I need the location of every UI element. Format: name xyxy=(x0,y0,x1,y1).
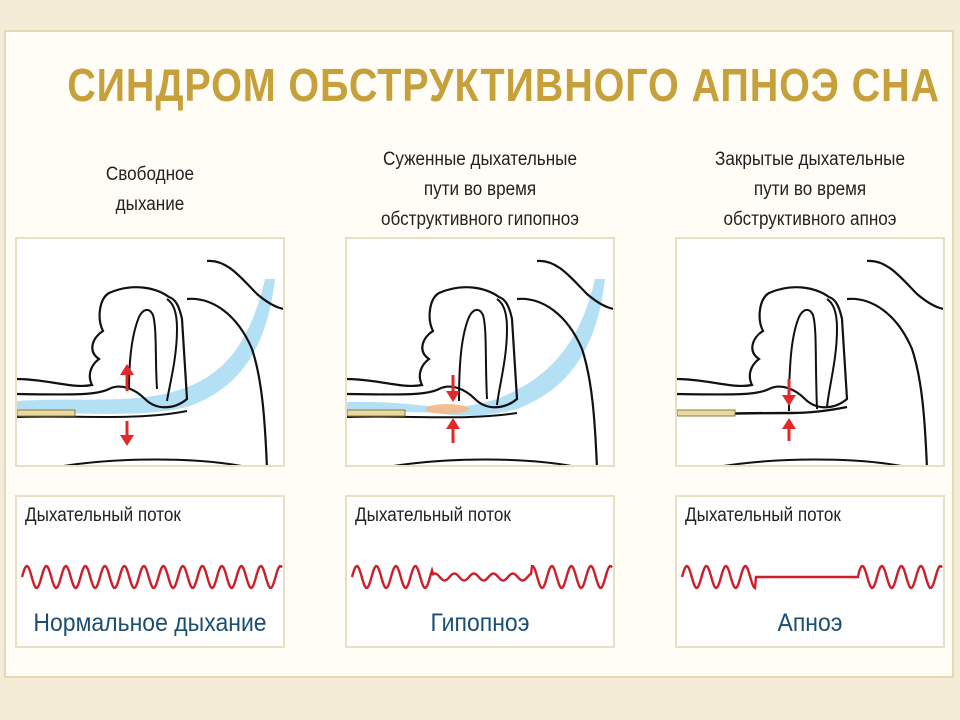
airway-illustration-apnea xyxy=(677,259,943,465)
waveform-normal xyxy=(20,564,283,590)
caption-hypopnea: Суженные дыхательные пути во время обстр… xyxy=(380,149,580,230)
flow-name: Гипопноэ xyxy=(430,609,530,637)
airway-panel-apnea xyxy=(675,237,945,467)
flow-name: Апноэ xyxy=(777,609,843,637)
airway-illustration-hypopnea xyxy=(347,259,613,465)
airway-panel-normal xyxy=(15,237,285,467)
flow-label: Дыхательный поток xyxy=(355,505,511,526)
waveform-hypopnea xyxy=(350,564,613,590)
flow-label: Дыхательный поток xyxy=(25,505,181,526)
caption-free-breathing: Свободное дыхание xyxy=(105,164,195,215)
flow-panel-apnea: Дыхательный поток Апноэ xyxy=(675,495,945,648)
caption-apnea: Закрытые дыхательные пути во время обстр… xyxy=(715,149,905,230)
flow-name: Нормальное дыхание xyxy=(33,609,267,637)
flow-label: Дыхательный поток xyxy=(685,505,841,526)
airway-illustration-normal xyxy=(17,259,283,465)
waveform-apnea xyxy=(680,564,943,591)
flow-panel-normal: Дыхательный поток Нормальное дыхание xyxy=(15,495,285,648)
flow-panel-hypopnea: Дыхательный поток Гипопноэ xyxy=(345,495,615,648)
page-title: СИНДРОМ ОБСТРУКТИВНОГО АПНОЭ СНА xyxy=(67,59,940,111)
airway-panel-hypopnea xyxy=(345,237,615,467)
